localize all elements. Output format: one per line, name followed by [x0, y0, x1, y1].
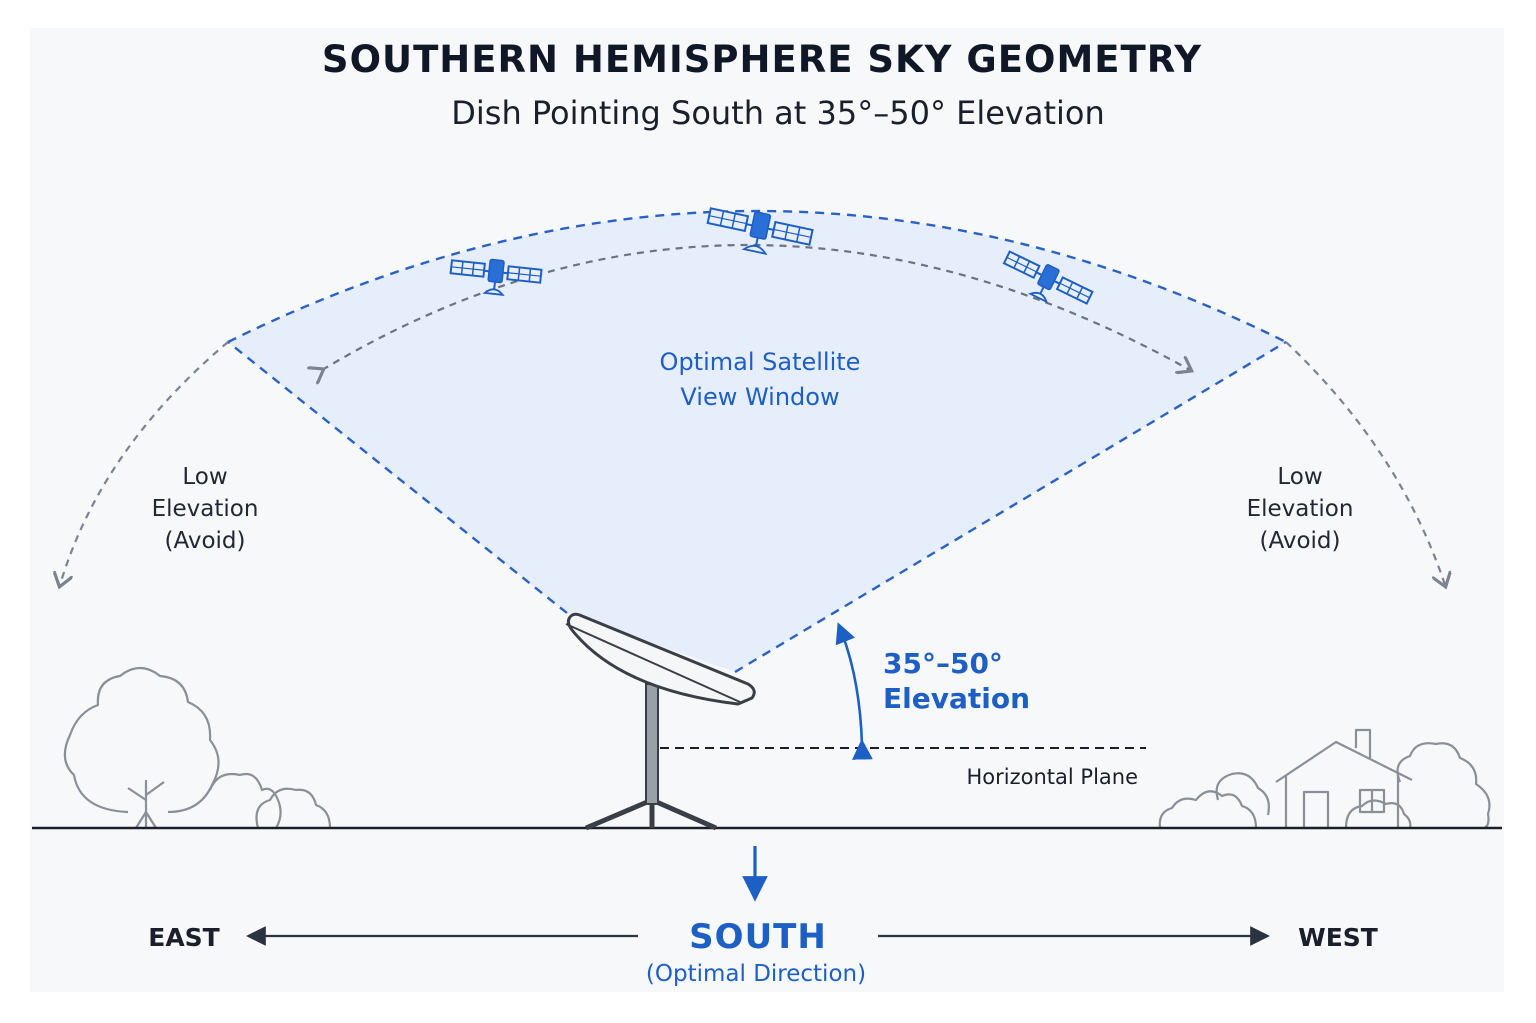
low-elevation-left-line1: Low	[182, 464, 227, 490]
low-elevation-right-line2: Elevation	[1247, 496, 1354, 522]
satellite-icon	[449, 258, 543, 296]
diagram-subtitle: Dish Pointing South at 35°–50° Elevation	[451, 94, 1105, 132]
elevation-range-label: 35°–50°	[883, 647, 1003, 680]
south-subtitle: (Optimal Direction)	[646, 961, 866, 987]
low-elevation-left-line2: Elevation	[152, 496, 259, 522]
optimal-window-area	[228, 211, 1286, 672]
satellite-icon	[1002, 250, 1094, 305]
west-label: WEST	[1298, 923, 1378, 952]
low-elevation-right-line3: (Avoid)	[1259, 528, 1340, 554]
house-illustration	[1158, 728, 1491, 830]
low-elevation-right-line1: Low	[1277, 464, 1322, 490]
east-label: EAST	[148, 923, 219, 952]
elevation-angle-arc	[835, 622, 873, 760]
low-elevation-left-line3: (Avoid)	[164, 528, 245, 554]
horizontal-plane-label: Horizontal Plane	[967, 765, 1139, 789]
window-right-edge	[734, 340, 1287, 674]
elevation-word-label: Elevation	[883, 682, 1030, 715]
optimal-window-arc	[227, 209, 1287, 344]
low-elevation-arc-left	[60, 341, 229, 585]
window-label-line1: Optimal Satellite	[660, 348, 861, 376]
satellite-dish-illustration	[565, 612, 756, 831]
tree-illustration	[63, 666, 332, 829]
window-left-edge	[227, 341, 568, 614]
low-elevation-arc-right	[1285, 341, 1445, 585]
diagram-title: SOUTHERN HEMISPHERE SKY GEOMETRY	[322, 38, 1202, 81]
south-label: SOUTH	[689, 917, 827, 957]
satellite-icon	[706, 207, 814, 256]
satellite-track-arc	[322, 244, 1190, 370]
window-label-line2: View Window	[680, 383, 839, 411]
